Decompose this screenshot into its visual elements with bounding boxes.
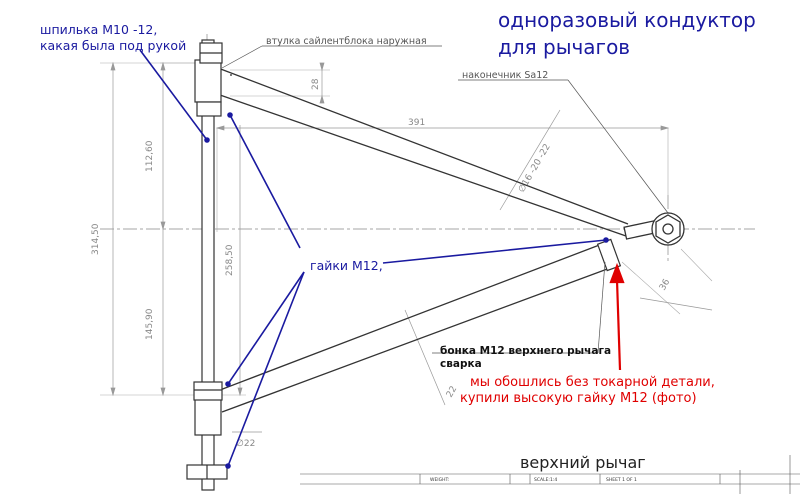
label-tip: наконечник Sa12 <box>462 70 548 81</box>
label-bushing: втулка сайлентблока наружная <box>266 36 427 47</box>
gray-leaders <box>221 45 669 354</box>
label-nuts: гайки M12, <box>310 258 383 273</box>
page-title-line1: одноразовый кондуктор <box>498 8 756 32</box>
dim-tube: ∅16 -20 -22 <box>517 142 553 194</box>
label-boss-line1: бонка M12 верхнего рычага <box>440 345 611 357</box>
label-boss-line2: сварка <box>440 358 482 370</box>
dimension-labels: 314,50 112,60 145,90 258,50 28 391 ∅16 -… <box>91 78 672 449</box>
label-no-lathe-line2: купили высокую гайку M12 (фото) <box>460 391 697 406</box>
nuts <box>186 42 228 480</box>
annotations: шпилька M10 -12, какая была под рукой га… <box>40 22 715 406</box>
stud-rod <box>201 39 215 491</box>
dim-314: 314,50 <box>91 223 101 255</box>
dim-258: 258,50 <box>225 244 235 276</box>
dim-112: 112,60 <box>145 140 155 172</box>
ball-joint-tip <box>623 212 685 246</box>
title-block-weight: WEIGHT: <box>430 477 449 483</box>
label-no-lathe-line1: мы обошлись без токарной детали, <box>470 375 715 390</box>
label-stud-line2: какая была под рукой <box>40 38 186 53</box>
dim-36: 36 <box>658 277 673 292</box>
blue-leaders <box>139 49 609 469</box>
label-stud-line1: шпилька M10 -12, <box>40 22 157 37</box>
drawing-caption: верхний рычаг <box>520 453 646 472</box>
title-block <box>300 455 800 494</box>
title-block-sheet: SHEET 1 OF 1 <box>606 477 637 483</box>
dim-22-diameter: ∅22 <box>236 439 255 449</box>
dim-22-tube: 22 <box>445 385 459 400</box>
arm-tubes <box>217 67 629 413</box>
red-leader <box>609 262 625 371</box>
page-title-line2: для рычагов <box>498 35 630 59</box>
dimension-lines <box>110 61 713 433</box>
dim-391: 391 <box>408 118 425 128</box>
gray-labels: втулка сайлентблока наружная наконечник … <box>266 36 548 81</box>
bushings <box>194 59 222 436</box>
dim-28: 28 <box>311 78 321 90</box>
extension-lines <box>100 62 713 396</box>
title-block-scale: SCALE:1:4 <box>534 477 557 483</box>
dim-145: 145,90 <box>145 308 155 340</box>
